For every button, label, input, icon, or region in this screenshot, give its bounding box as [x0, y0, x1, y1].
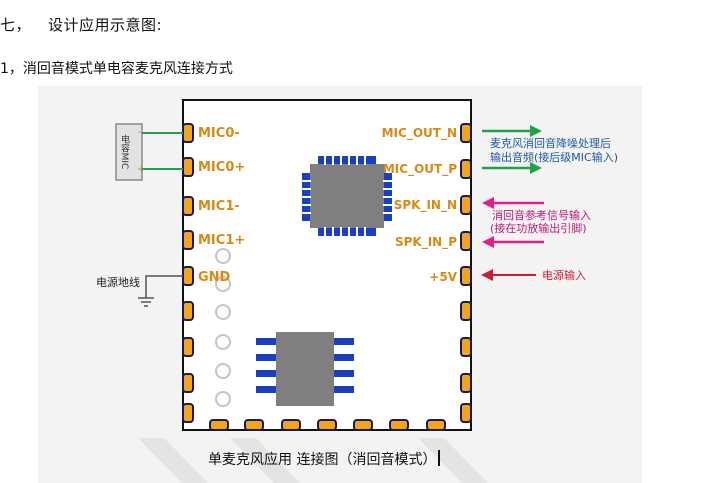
pad-right-5	[460, 266, 472, 286]
pad-right-1	[460, 123, 472, 143]
sop-pin	[332, 386, 354, 393]
mic-label: 电容MIC	[119, 134, 130, 170]
sop-pin	[256, 354, 278, 361]
sop-pin	[256, 386, 278, 393]
reference-note-line2: (接在功放输出引脚)	[490, 221, 587, 235]
text-cursor	[438, 450, 441, 466]
pad-bottom-6	[389, 419, 409, 431]
ground-wire	[145, 275, 183, 298]
pad-left-5	[182, 266, 194, 286]
through-hole	[215, 363, 231, 379]
reference-arrowhead-p	[482, 236, 494, 248]
through-hole	[215, 334, 231, 350]
pin-label-mic-out-p: MIC_OUT_P	[383, 162, 457, 177]
pad-right-6	[460, 301, 472, 321]
sop-pin	[332, 338, 354, 345]
reference-arrowhead-n	[482, 197, 494, 209]
watermark-stripe	[138, 438, 208, 483]
mic-plus-sign: +	[137, 164, 145, 175]
caption-text: 单麦克风应用 连接图（消回音模式）	[208, 452, 437, 468]
section-heading: 七， 设计应用示意图:	[0, 14, 162, 35]
through-hole	[215, 248, 231, 264]
pad-bottom-3	[281, 419, 301, 431]
watermark-stripe	[418, 438, 488, 483]
mic-minus-sign: -	[138, 127, 142, 138]
sop-chip	[256, 332, 354, 406]
right-pads	[460, 123, 472, 423]
pad-right-3	[460, 195, 472, 215]
pad-bottom-4	[317, 419, 337, 431]
sop-pin	[256, 338, 278, 345]
sop-pin	[332, 370, 354, 377]
pad-right-8	[460, 373, 472, 393]
capacitor-mic	[115, 123, 143, 181]
pin-label-5v: +5V	[429, 270, 457, 284]
pad-left-1	[182, 123, 194, 143]
pad-right-7	[460, 337, 472, 357]
connection-diagram: MIC0- MIC0+ MIC1- MIC1+ GND MIC_OUT_N MI…	[96, 99, 618, 483]
pad-bottom-7	[426, 419, 446, 431]
pad-left-8	[182, 373, 194, 393]
pad-left-3	[182, 196, 194, 216]
sop-body	[276, 332, 334, 406]
pad-right-2	[460, 159, 472, 179]
pad-bottom-2	[244, 419, 264, 431]
pin-label-mic0-minus: MIC0-	[198, 126, 240, 141]
section-number: 七，	[0, 16, 32, 34]
qfn-pins-bottom	[318, 227, 376, 236]
pad-bottom-1	[209, 419, 229, 431]
pin-label-gnd: GND	[198, 270, 231, 285]
through-hole	[215, 304, 231, 320]
subsection-title: 1，消回音模式单电容麦克风连接方式	[0, 61, 233, 77]
pad-left-7	[182, 337, 194, 357]
through-hole	[215, 276, 231, 292]
watermark-stripe	[230, 438, 300, 483]
bottom-pads	[209, 419, 446, 431]
pin-label-mic-out-n: MIC_OUT_N	[382, 126, 457, 141]
pin-label-mic1-plus: MIC1+	[198, 233, 245, 248]
pad-bottom-5	[353, 419, 373, 431]
pad-left-4	[182, 230, 194, 250]
output-arrowhead-p	[530, 162, 542, 174]
sop-pin	[256, 370, 278, 377]
output-note-line2: 输出音频(接后级MIC输入)	[490, 150, 618, 164]
pad-left-9	[182, 403, 194, 423]
pad-right-9	[460, 403, 472, 423]
figure-caption: 单麦克风应用 连接图（消回音模式）	[208, 449, 441, 469]
qfn-pins-top	[318, 156, 376, 165]
output-note-line1: 麦克风消回音降噪处理后	[490, 136, 611, 150]
ground-label: 电源地线	[96, 275, 140, 289]
left-pads	[182, 123, 194, 423]
pin-label-spk-in-n: SPK_IN_N	[394, 198, 457, 213]
pad-left-2	[182, 157, 194, 177]
power-arrowhead	[481, 269, 493, 281]
pad-left-6	[182, 301, 194, 321]
qfn-chip	[302, 156, 392, 236]
section-title: 设计应用示意图:	[48, 16, 163, 34]
pin-label-mic1-minus: MIC1-	[198, 199, 240, 214]
through-holes	[215, 248, 231, 407]
through-hole	[215, 391, 231, 407]
qfn-body	[310, 164, 384, 228]
reference-note-line1: 消回音参考信号输入	[492, 208, 591, 222]
power-note: 电源输入	[542, 268, 586, 282]
qfn-pin-gaps	[302, 156, 392, 236]
output-arrowhead-n	[530, 125, 542, 137]
pin-label-mic0-plus: MIC0+	[198, 160, 245, 175]
sop-pin	[332, 354, 354, 361]
pad-right-4	[460, 231, 472, 251]
pin-label-spk-in-p: SPK_IN_P	[395, 235, 457, 250]
